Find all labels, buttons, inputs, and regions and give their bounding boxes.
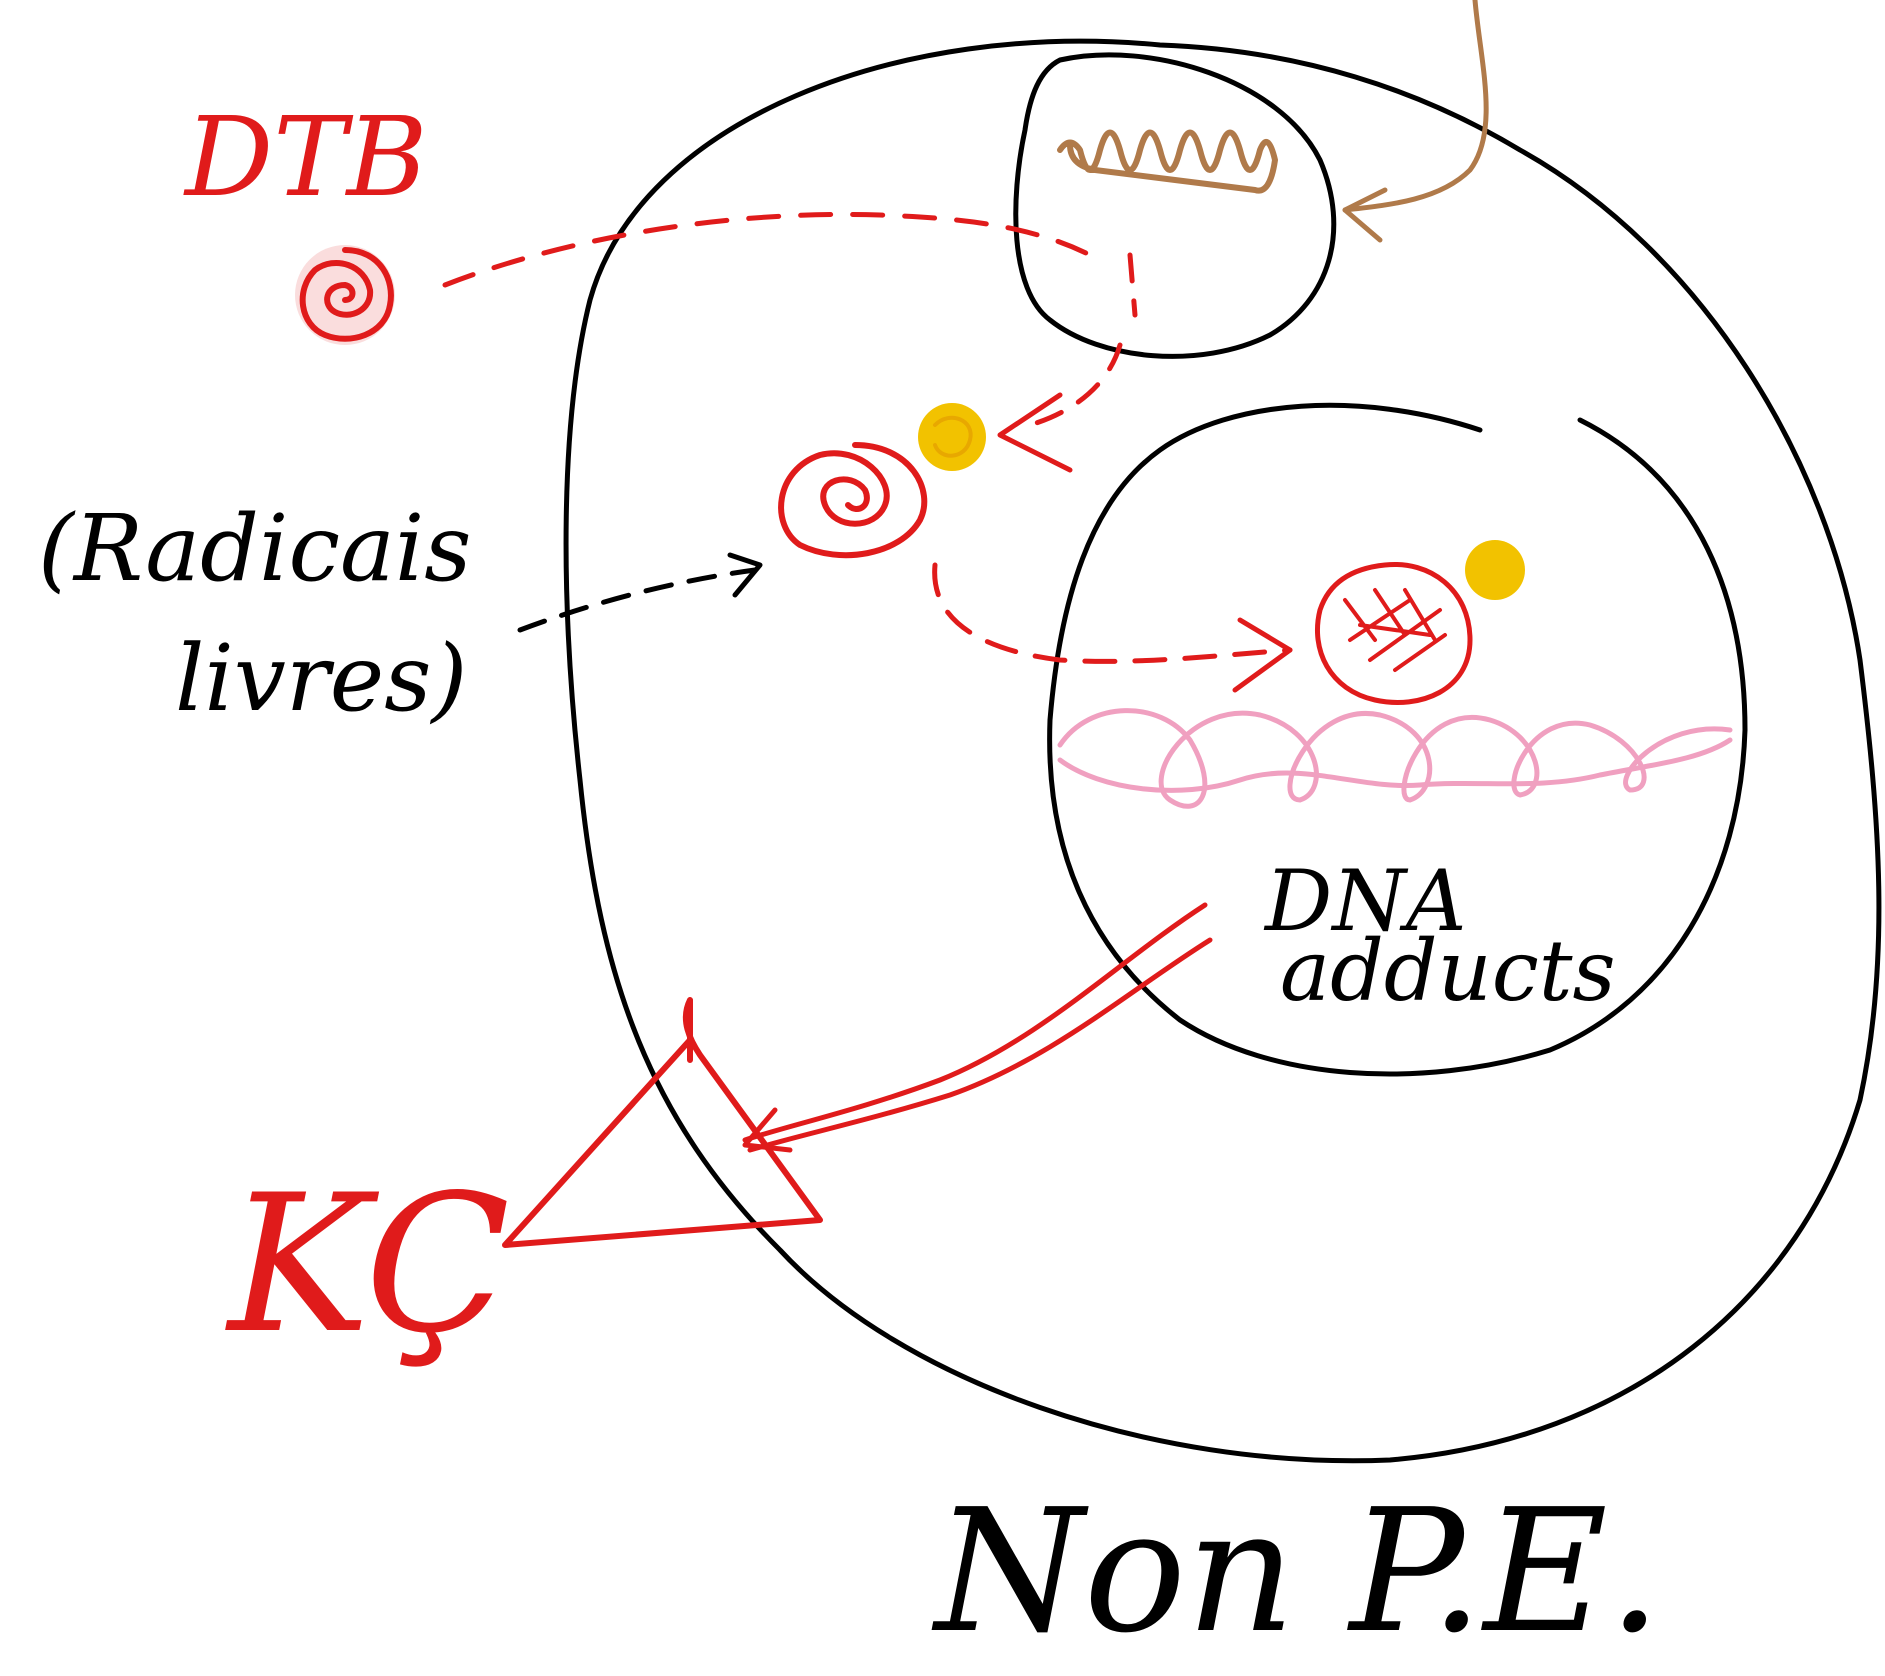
dna-helix-strand2 [1057,737,1733,793]
radicals-label-line2: livres) [175,625,467,732]
brown-coil [1057,129,1278,194]
dna-adducts-label-line2: adducts [1280,922,1616,1020]
organelle-arrowhead [997,392,1073,473]
brown-arrow [1342,0,1489,213]
nucleus-membrane [1047,402,1748,1077]
cell-membrane [563,38,1882,1464]
tumor-triangle [502,997,823,1248]
tumor-arrowhead [742,1107,793,1153]
nucleus-dashed-path [932,562,1293,664]
organelle-membrane [1013,52,1337,359]
yellow-enzyme [918,403,986,471]
dtb-molecule [295,245,395,345]
dna-helix [1057,708,1733,809]
adduct-to-tumor-arrow [742,902,1208,1143]
adduct-to-tumor-arrow-2 [747,937,1213,1153]
activated-molecule [778,442,928,559]
radicals-arrowhead [727,552,763,598]
dtb-label: DTB [183,93,427,221]
diagram-title: Non P.E. [931,1473,1662,1671]
dna-adduct [1314,540,1525,705]
radicals-label: (Radicais [38,495,471,602]
brown-arrowhead [1342,187,1388,243]
nucleus-arrowhead [1232,617,1293,693]
radicals-dashed-arrow [517,567,758,633]
organelle-dashed-drop [1027,252,1138,428]
dtb-dashed-path [442,211,1093,288]
kc-label: KÇ [225,1154,510,1375]
dna-adducts-label: DNA [1263,852,1467,950]
